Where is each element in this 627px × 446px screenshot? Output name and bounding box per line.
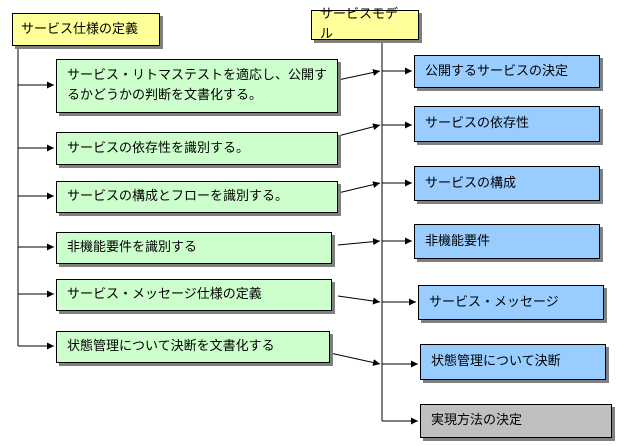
left-item-label: サービスの依存性を識別する。 [67, 140, 250, 156]
right-header-box: サービスモデル [311, 7, 419, 42]
right-item-label: サービスの構成 [425, 175, 517, 191]
right-item-label: 状態管理について決断 [431, 354, 561, 369]
cross-arrow-1 [337, 69, 381, 81]
left-item-3: サービスの構成とフローを識別する。 [56, 181, 338, 213]
left-item-4: 非機能要件を識別する [56, 232, 332, 264]
right-item-label: サービス・メッセージ [429, 294, 559, 310]
right-item-4: 非機能要件 [414, 224, 600, 259]
right-item-label: サービスの依存性 [425, 116, 530, 131]
right-item-3: サービスの構成 [414, 166, 600, 201]
left-item-label: サービス・メッセージ仕様の定義 [67, 287, 262, 302]
left-item-label: サービス・リトマステストを適応し、公開するかどうかの判断を文書化する。 [67, 68, 328, 103]
right-item-1: 公開するサービスの決定 [414, 55, 600, 88]
left-item-5: サービス・メッセージ仕様の定義 [56, 279, 332, 311]
right-item-label: 公開するサービスの決定 [425, 63, 569, 79]
cross-arrow-4 [337, 238, 381, 246]
right-item-label: 実現方法の決定 [431, 413, 523, 428]
left-item-label: 非機能要件を識別する [67, 240, 198, 255]
right-item-6: 状態管理について決断 [420, 344, 606, 380]
right-item-5: サービス・メッセージ [418, 285, 604, 320]
cross-arrow-6 [329, 352, 381, 366]
cross-arrow-5 [337, 295, 381, 305]
right-item-7-final: 実現方法の決定 [420, 404, 612, 438]
cross-arrow-2 [337, 123, 381, 137]
cross-arrow-3 [337, 181, 381, 194]
left-item-1: サービス・リトマステストを適応し、公開するかどうかの判断を文書化する。 [56, 59, 338, 113]
left-item-6: 状態管理について決断を文書化する [56, 331, 330, 363]
right-header-label: サービスモデル [320, 7, 399, 42]
right-item-2: サービスの依存性 [414, 106, 600, 142]
left-item-label: サービスの構成とフローを識別する。 [67, 189, 289, 204]
right-item-label: 非機能要件 [425, 233, 491, 249]
left-header-box: サービス仕様の定義 [12, 13, 160, 46]
left-item-2: サービスの依存性を識別する。 [56, 132, 338, 165]
left-header-label: サービス仕様の定義 [21, 21, 139, 37]
left-item-label: 状態管理について決断を文書化する [67, 339, 275, 354]
